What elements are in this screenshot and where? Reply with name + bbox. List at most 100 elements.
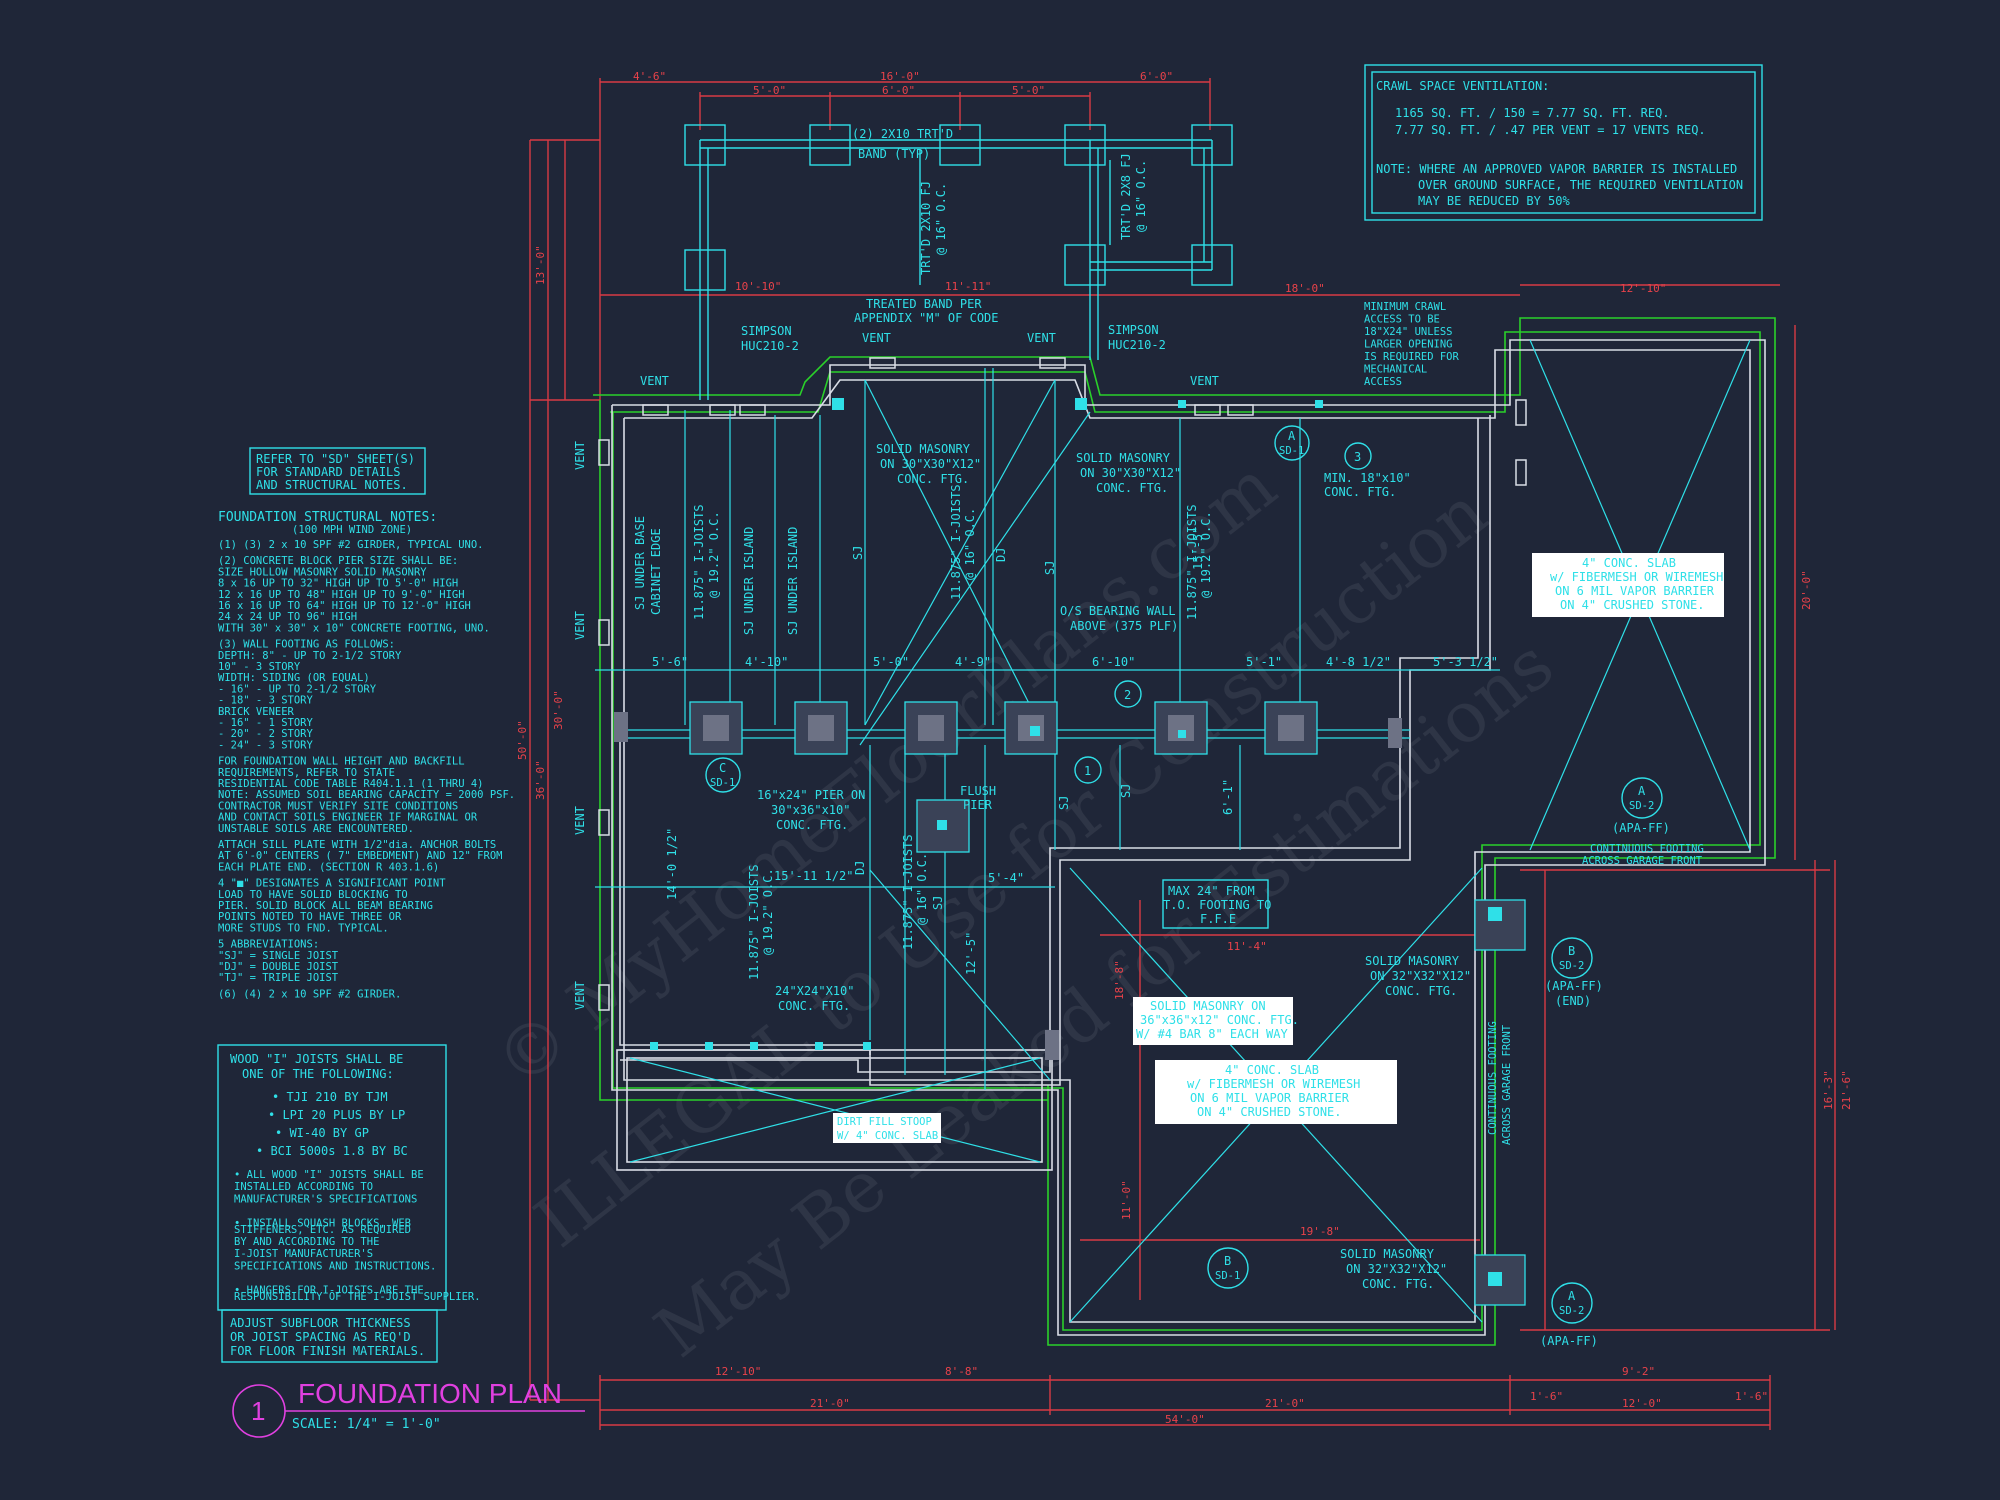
misc-dimension-11: 11'-4" xyxy=(1227,940,1267,953)
solid-32a-2: ON 32"X32"X12" xyxy=(1370,969,1471,983)
misc-dimension-8: 12'-5" xyxy=(964,932,978,975)
joist-note-line-9: • HANGERS FOR I-JOISTS ARE THE xyxy=(234,1285,424,1297)
pier-note-2: 30"x36"x10" xyxy=(771,803,850,817)
section-mark-id-2: C xyxy=(719,761,726,775)
slab1-line-4: ON 4" CRUSHED STONE. xyxy=(1560,598,1705,612)
structural-note-line-3: SIZE HOLLOW MASONRY SOLID MASONRY xyxy=(218,566,427,578)
vent-label-top-center: VENT xyxy=(862,331,891,345)
min-crawl-line-7: ACCESS xyxy=(1364,376,1402,388)
solid-masonry-a-2: ON 30"X30"X12" xyxy=(880,457,981,471)
crawl-ventilation-heading: CRAWL SPACE VENTILATION: xyxy=(1376,79,1549,93)
crawl-ventilation-row2: 7.77 SQ. FT. / .47 PER VENT = 17 VENTS R… xyxy=(1395,123,1706,137)
structural-notes-list: (1) (3) 2 x 10 SPF #2 GIRDER, TYPICAL UN… xyxy=(218,539,515,1000)
treated-band-label-2: APPENDIX "M" OF CODE xyxy=(854,311,999,325)
min-crawl-line-4: LARGER OPENING xyxy=(1364,339,1453,351)
structural-note-line-37: "TJ" = TRIPLE JOIST xyxy=(218,972,339,984)
structural-note-line-20: REQUIREMENTS, REFER TO STATE xyxy=(218,767,395,779)
pier-note-3: CONC. FTG. xyxy=(776,818,848,832)
refer-note-3: AND STRUCTURAL NOTES. xyxy=(256,478,408,492)
treated-band-label-1: TREATED BAND PER xyxy=(866,297,982,311)
min-18-note-2: CONC. FTG. xyxy=(1324,485,1396,499)
structural-note-line-14: - 18" - 3 STORY xyxy=(218,695,314,707)
side-dimension-2: 50'-0" xyxy=(516,720,529,760)
structural-note-line-6: 16 x 16 UP TO 64" HIGH UP TO 12'-0" HIGH xyxy=(218,600,471,612)
slab1-line-3: ON 6 MIL VAPOR BARRIER xyxy=(1555,584,1715,598)
joist-label-3b: @ 19.2" O.C. xyxy=(1199,511,1213,598)
slab-note-fills xyxy=(833,553,1724,1143)
structural-note-line-27: AT 6'-0" CENTERS ( 7" EMBEDMENT) AND 12"… xyxy=(218,850,502,862)
row-dimension-8: 5'-3 1/2" xyxy=(1433,655,1498,669)
structural-note-line-29: 4 "■" DESIGNATES A SIGNIFICANT POINT xyxy=(218,878,446,890)
solid-36-line-1: SOLID MASONRY ON xyxy=(1150,999,1266,1013)
min-crawl-line-6: MECHANICAL xyxy=(1364,364,1427,376)
joist-note-line-1: • ALL WOOD "I" JOISTS SHALL BE xyxy=(234,1169,424,1181)
vent-label-top-left: VENT xyxy=(640,374,669,388)
joist-box-heading-2: ONE OF THE FOLLOWING: xyxy=(242,1067,394,1081)
section-mark-id-5: B xyxy=(1224,1254,1231,1268)
crawl-ventilation-note-1: NOTE: WHERE AN APPROVED VAPOR BARRIER IS… xyxy=(1376,162,1737,176)
vent-group xyxy=(598,357,1527,1011)
section-mark-circles xyxy=(705,425,1663,1324)
callout-3: 3 xyxy=(1354,450,1361,464)
structural-note-line-10: DEPTH: 8" - UP TO 2-1/2 STORY xyxy=(218,650,402,662)
solid-masonry-a-3: CONC. FTG. xyxy=(897,472,969,486)
joist-box-notes: • ALL WOOD "I" JOISTS SHALL BEINSTALLED … xyxy=(234,1169,481,1303)
deck-framing xyxy=(684,124,1233,400)
joist-label-4b: @ 19.2" O.C. xyxy=(761,868,775,955)
dim-top-left: 4'-6" xyxy=(633,70,666,83)
dim-top-c: 5'-0" xyxy=(1012,84,1045,97)
misc-dimension-7: 5'-4" xyxy=(988,871,1024,885)
joist-option-4: • BCI 5000s 1.8 BY BC xyxy=(256,1144,408,1158)
max24-note-3: F.F.E xyxy=(1200,912,1236,926)
flush-pier-1: FLUSH xyxy=(960,784,996,798)
footing-24-2: CONC. FTG. xyxy=(778,999,850,1013)
slab2-line-4: ON 4" CRUSHED STONE. xyxy=(1197,1105,1342,1119)
vent-label-left-4: VENT xyxy=(573,981,587,1010)
solid-36-line-3: W/ #4 BAR 8" EACH WAY xyxy=(1136,1027,1288,1041)
dim-bottom-a: 12'-10" xyxy=(715,1365,761,1378)
min-crawl-line-3: 18"X24" UNLESS xyxy=(1364,326,1453,338)
row-dimension-5: 6'-10" xyxy=(1092,655,1135,669)
misc-dimension-15: 1'-6" xyxy=(1530,1390,1563,1403)
joist-note-line-6: BY AND ACCORDING TO THE xyxy=(234,1236,379,1248)
section-mark-sheet-5: SD-1 xyxy=(1215,1270,1240,1282)
joist-label-3a: 11.875" I-JOISTS xyxy=(1185,504,1199,620)
structural-note-line-25: UNSTABLE SOILS ARE ENCOUNTERED. xyxy=(218,823,414,835)
trtd-joist-spacing-2: @ 16" O.C. xyxy=(1134,160,1148,232)
joist-label-1b: @ 19.2" O.C. xyxy=(707,511,721,598)
row-dimension-2: 4'-10" xyxy=(745,655,788,669)
dj-label-2: DJ xyxy=(853,861,867,875)
joist-note-line-4: • INSTALL SQUASH BLOCKS, WEB xyxy=(234,1218,411,1230)
max24-note-1: MAX 24" FROM xyxy=(1168,884,1255,898)
misc-dimension-3: 18'-0" xyxy=(1285,282,1325,295)
slab2-line-2: w/ FIBERMESH OR WIREMESH xyxy=(1187,1077,1360,1091)
min-crawl-line-2: ACCESS TO BE xyxy=(1364,314,1440,326)
misc-dimension-14: 11'-0" xyxy=(1120,1180,1133,1220)
sj-label-3: SJ xyxy=(1057,796,1071,810)
section-mark-sheet-3: SD-2 xyxy=(1629,800,1654,812)
min-crawl-line-5: IS REQUIRED FOR xyxy=(1364,351,1460,363)
dim-bottom-c: 9'-2" xyxy=(1622,1365,1655,1378)
dirt-stoop-2: W/ 4" CONC. SLAB xyxy=(837,1130,938,1142)
solid-masonry-a-1: SOLID MASONRY xyxy=(876,442,971,456)
structural-note-line-19: FOR FOUNDATION WALL HEIGHT AND BACKFILL xyxy=(218,756,465,768)
simpson-right-2: HUC210-2 xyxy=(1108,338,1166,352)
sj-base-cabinet-2: CABINET EDGE xyxy=(649,528,663,615)
structural-note-line-11: 10" - 3 STORY xyxy=(218,661,301,673)
misc-dimension-1: 10'-10" xyxy=(735,280,781,293)
structural-note-line-9: (3) WALL FOOTING AS FOLLOWS: xyxy=(218,639,395,651)
section-mark-id-6: A xyxy=(1568,1289,1576,1303)
row-dimension-4: 4'-9" xyxy=(955,655,991,669)
solid-32b-2: ON 32"X32"X12" xyxy=(1346,1262,1447,1276)
structural-note-line-35: "SJ" = SINGLE JOIST xyxy=(218,950,339,962)
simpson-left-1: SIMPSON xyxy=(741,324,792,338)
structural-note-line-13: - 16" - UP TO 2-1/2 STORY xyxy=(218,683,377,695)
dim-top-b: 6'-0" xyxy=(882,84,915,97)
title-number: 1 xyxy=(251,1396,265,1426)
joist-note-line-7: I-JOIST MANUFACTURER'S xyxy=(234,1248,373,1260)
simpson-right-1: SIMPSON xyxy=(1108,323,1159,337)
